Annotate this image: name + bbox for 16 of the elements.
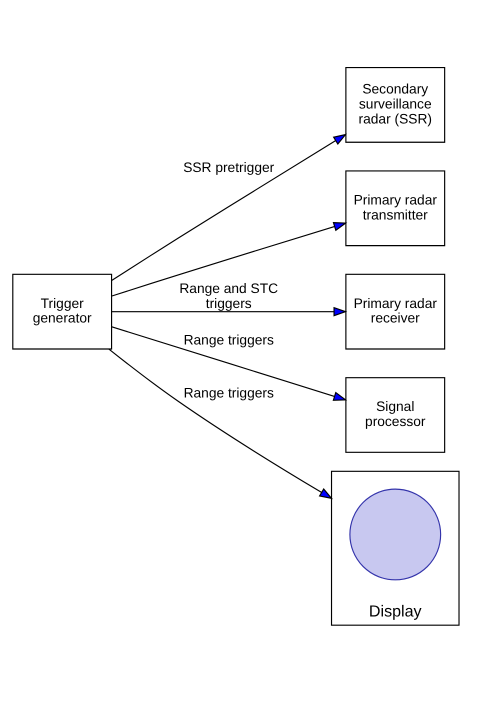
edge-label: Range triggers — [184, 385, 274, 400]
node-circle — [349, 488, 442, 580]
arrow — [108, 348, 334, 500]
node-box: Secondary surveillance radar (SSR) — [345, 67, 446, 143]
node-box: Trigger generator — [12, 274, 112, 350]
node-box: Primary radar transmitter — [345, 170, 446, 246]
arrow — [112, 326, 348, 401]
edge-label: SSR pretrigger — [183, 160, 274, 176]
edge-label: Range triggers — [184, 332, 274, 348]
node-box: Primary radar receiver — [345, 274, 446, 350]
node-box: Signal processor — [345, 377, 446, 453]
arrow — [112, 306, 348, 316]
cluster: Display — [330, 470, 460, 626]
arrow — [112, 134, 347, 281]
edge-label: Range and STC triggers — [179, 280, 278, 311]
arrow — [112, 222, 348, 297]
